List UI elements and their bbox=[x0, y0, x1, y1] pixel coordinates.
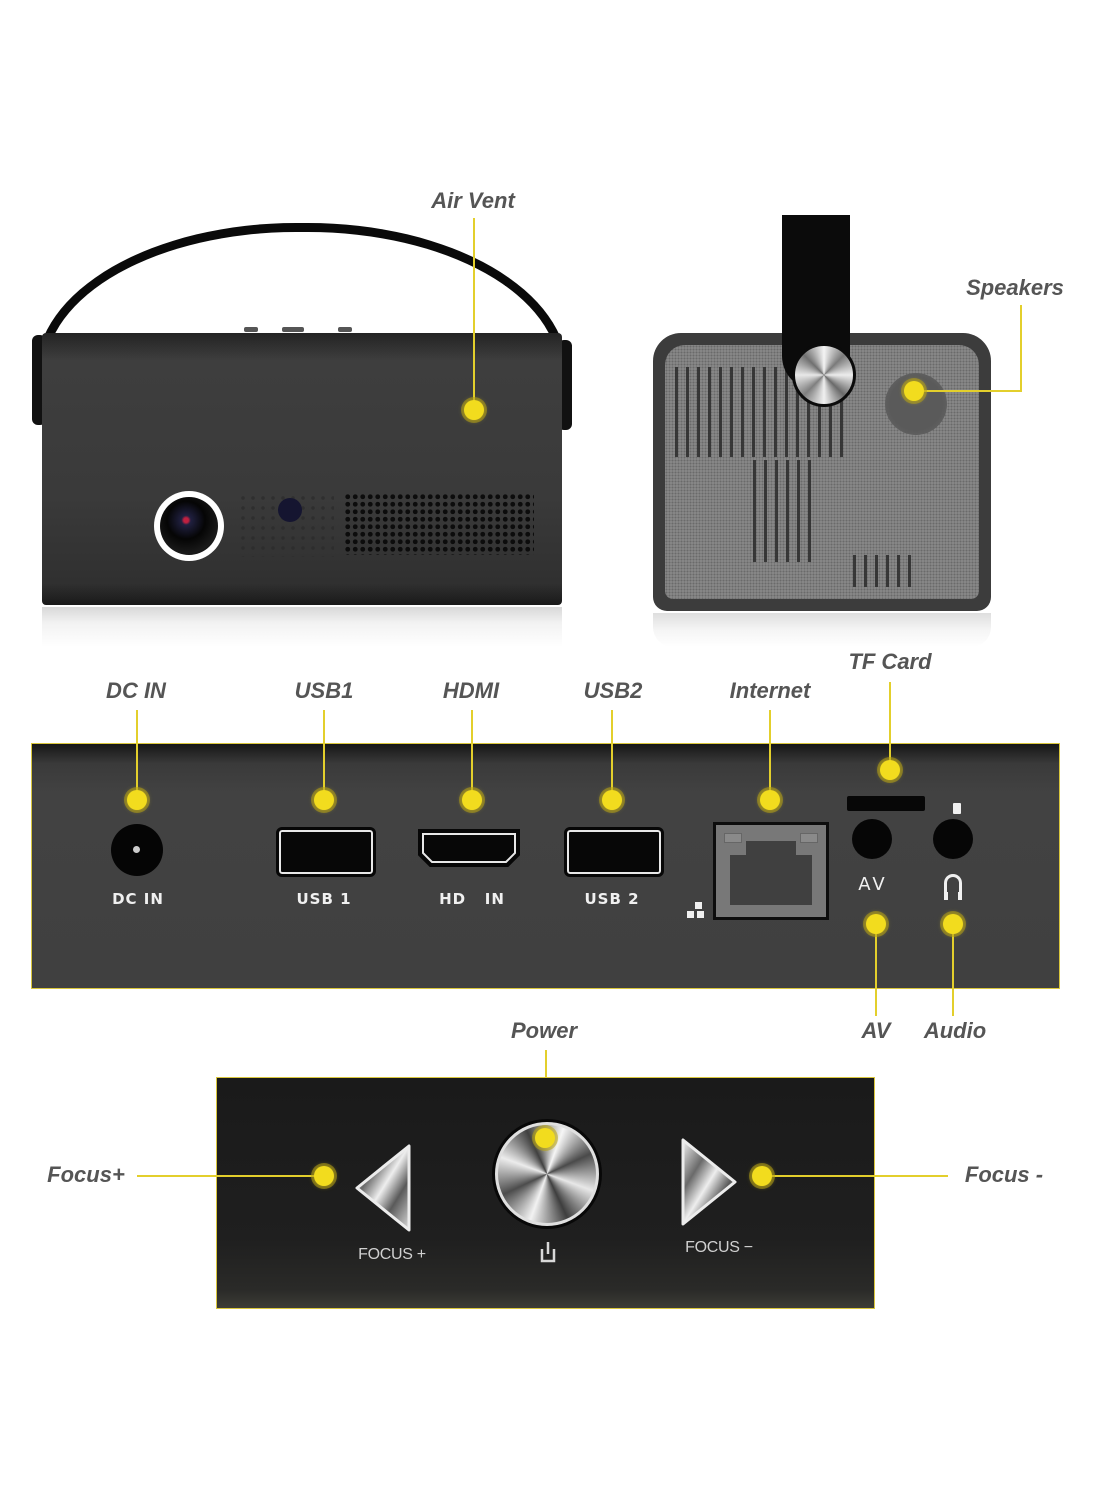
callout-hdmi: HDMI bbox=[442, 678, 500, 703]
marker-audio bbox=[943, 914, 963, 934]
callout-focus-plus: Focus+ bbox=[47, 1162, 125, 1187]
control-panel: FOCUS + FOCUS − bbox=[216, 1077, 875, 1309]
marker-focus-plus bbox=[314, 1166, 334, 1186]
printed-av: AV bbox=[858, 874, 888, 895]
air-vent-grille bbox=[344, 493, 534, 555]
callout-av: AV bbox=[861, 1018, 891, 1043]
projector-body bbox=[42, 333, 562, 605]
reflection bbox=[42, 607, 562, 647]
marker-hdmi bbox=[462, 790, 482, 810]
callout-tf-card: TF Card bbox=[848, 649, 932, 674]
strap-knob-icon bbox=[792, 343, 856, 407]
focus-plus-button[interactable] bbox=[353, 1142, 415, 1234]
marker-tf-card bbox=[880, 760, 900, 780]
marker-usb1 bbox=[314, 790, 334, 810]
marker-air-vent bbox=[464, 400, 484, 420]
ethernet-led-left bbox=[724, 833, 742, 843]
phone-icon bbox=[953, 803, 961, 814]
tf-card-slot bbox=[847, 796, 925, 811]
hdmi-port bbox=[418, 829, 520, 867]
leader-internet bbox=[769, 710, 771, 800]
leader-usb2 bbox=[611, 710, 613, 800]
callout-dc-in: DC IN bbox=[106, 678, 166, 703]
marker-focus-minus bbox=[752, 1166, 772, 1186]
callout-focus-minus: Focus - bbox=[964, 1162, 1044, 1187]
top-buttons bbox=[230, 327, 370, 333]
marker-internet bbox=[760, 790, 780, 810]
printed-usb1: USB 1 bbox=[296, 890, 352, 908]
callout-air-vent: Air Vent bbox=[431, 188, 515, 213]
printed-dc-in: DC IN bbox=[112, 890, 164, 908]
projector-lens bbox=[154, 491, 224, 561]
ethernet-latch bbox=[746, 841, 796, 857]
callout-internet: Internet bbox=[729, 678, 811, 703]
projector-front-view bbox=[30, 215, 575, 647]
leader-speakers-v bbox=[1020, 305, 1022, 392]
leader-av bbox=[875, 924, 877, 1016]
usb1-port bbox=[276, 827, 376, 877]
usb2-port bbox=[564, 827, 664, 877]
leader-air-vent bbox=[473, 218, 475, 410]
leader-dc-in bbox=[136, 710, 138, 800]
printed-focus-minus: FOCUS − bbox=[685, 1239, 753, 1256]
callout-audio: Audio bbox=[923, 1018, 987, 1043]
callout-usb1: USB1 bbox=[294, 678, 354, 703]
leader-speakers-h bbox=[914, 390, 1022, 392]
headphone-icon bbox=[944, 874, 962, 900]
printed-usb2: USB 2 bbox=[584, 890, 640, 908]
ethernet-socket bbox=[730, 855, 812, 905]
marker-power bbox=[535, 1128, 555, 1148]
printed-hdmi: HD IN bbox=[439, 890, 505, 908]
network-icon bbox=[687, 902, 709, 924]
projector-side-view bbox=[650, 215, 995, 647]
callout-power: Power bbox=[510, 1018, 578, 1043]
leader-audio bbox=[952, 924, 954, 1016]
grille-slots-bottom bbox=[853, 555, 913, 587]
marker-speakers bbox=[904, 381, 924, 401]
ethernet-port bbox=[713, 822, 829, 920]
leader-focus-minus bbox=[762, 1175, 948, 1177]
marker-av bbox=[866, 914, 886, 934]
leader-usb1 bbox=[323, 710, 325, 800]
grille-slots-mid bbox=[753, 460, 815, 562]
ethernet-led-right bbox=[800, 833, 818, 843]
printed-focus-plus: FOCUS + bbox=[358, 1246, 426, 1263]
leader-tf-card bbox=[889, 682, 891, 770]
marker-dc-in bbox=[127, 790, 147, 810]
power-icon bbox=[540, 1242, 556, 1263]
focus-minus-button[interactable] bbox=[677, 1136, 739, 1228]
callout-usb2: USB2 bbox=[583, 678, 643, 703]
av-jack bbox=[852, 819, 892, 859]
audio-jack bbox=[933, 819, 973, 859]
leader-hdmi bbox=[471, 710, 473, 800]
marker-usb2 bbox=[602, 790, 622, 810]
lens-glass-icon bbox=[160, 497, 218, 555]
ir-sensor bbox=[278, 498, 302, 522]
port-panel: DC IN USB 1 HD IN USB 2 AV bbox=[31, 743, 1060, 989]
dc-in-port bbox=[111, 824, 163, 876]
leader-focus-plus bbox=[137, 1175, 323, 1177]
callout-speakers: Speakers bbox=[966, 275, 1064, 300]
reflection bbox=[653, 613, 991, 647]
